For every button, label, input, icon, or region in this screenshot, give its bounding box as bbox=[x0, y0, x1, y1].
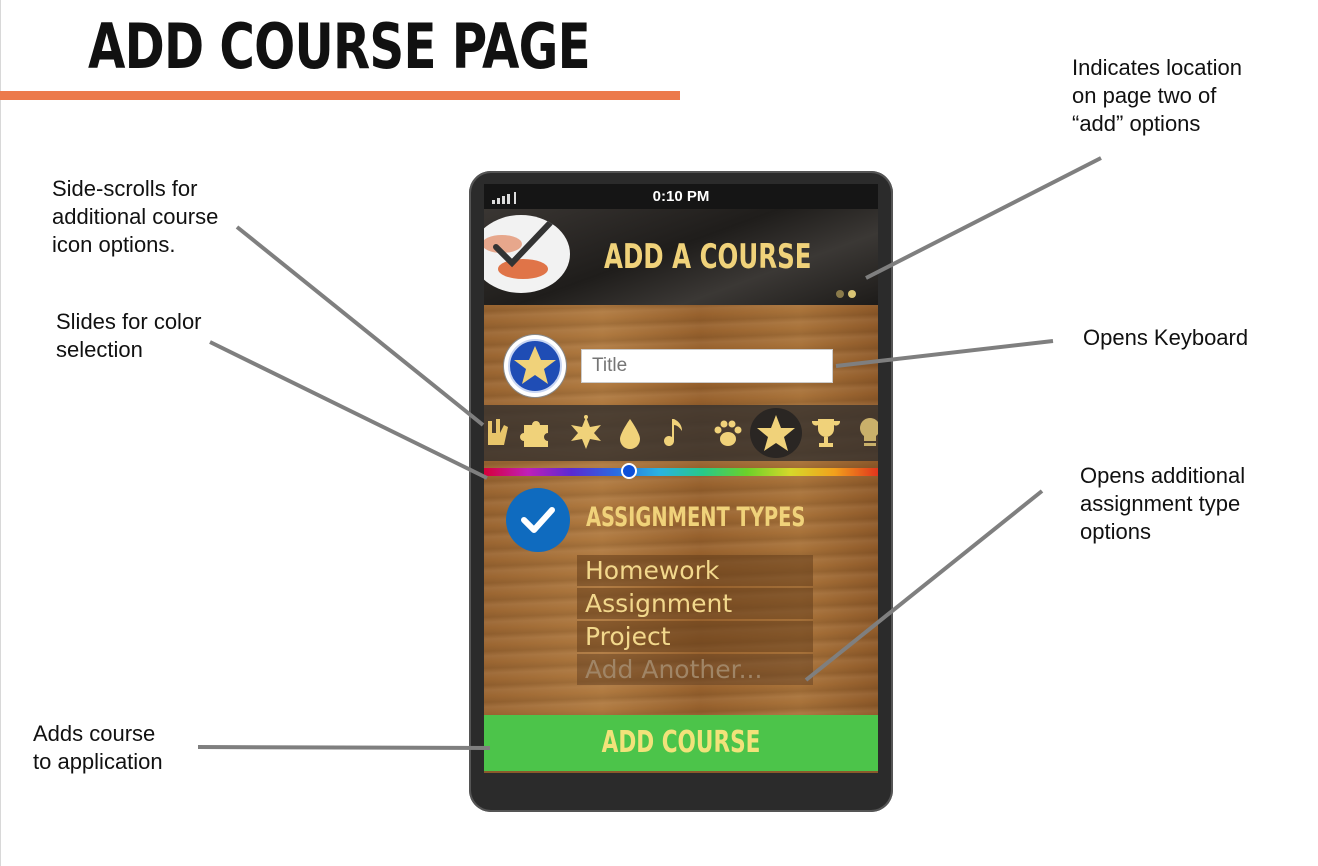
star-icon bbox=[514, 346, 556, 384]
icon-option-hand[interactable] bbox=[484, 405, 520, 461]
annotation-line: Opens Keyboard bbox=[1083, 325, 1249, 350]
annotation-line: icon options. bbox=[52, 232, 176, 257]
annotation-line: Side-scrolls for bbox=[52, 176, 198, 201]
page-dot bbox=[836, 290, 844, 298]
checkmark-logo-icon bbox=[493, 220, 553, 268]
icon-option-puzzle[interactable] bbox=[514, 405, 558, 461]
slide-left-edge bbox=[0, 0, 1, 866]
annotation-line: Indicates location bbox=[1072, 55, 1242, 80]
page-dot-current bbox=[848, 290, 856, 298]
star-icon bbox=[757, 415, 795, 451]
annotation-color-slide: Slides for color selection bbox=[56, 308, 202, 364]
trophy-icon bbox=[811, 419, 841, 447]
hand-icon bbox=[488, 419, 508, 445]
annotation-line: on page two of bbox=[1072, 83, 1217, 108]
annotation-line: additional course bbox=[52, 204, 219, 229]
assignment-type-item[interactable]: Homework bbox=[577, 555, 813, 586]
signal-icon bbox=[492, 190, 522, 204]
annotation-add-course: Adds course to application bbox=[33, 720, 163, 776]
annotation-line: Slides for color bbox=[56, 309, 202, 334]
status-bar: 0:10 PM bbox=[484, 184, 878, 209]
annotation-page-indicator: Indicates location on page two of “add” … bbox=[1072, 54, 1242, 138]
assignment-type-item[interactable]: Assignment bbox=[577, 588, 813, 619]
add-course-button[interactable]: ADD COURSE bbox=[484, 715, 878, 771]
callout-line-color-slide bbox=[209, 340, 488, 480]
annotation-line: Adds course bbox=[33, 721, 156, 746]
icon-option-drop[interactable] bbox=[608, 405, 652, 461]
paw-icon bbox=[714, 420, 742, 446]
annotation-assignment-types: Opens additional assignment type options bbox=[1080, 462, 1245, 546]
annotation-line: assignment type bbox=[1080, 491, 1241, 516]
lightbulb-icon bbox=[860, 418, 878, 446]
annotation-side-scroll: Side-scrolls for additional course icon … bbox=[52, 175, 218, 259]
music-note-icon bbox=[664, 419, 682, 446]
callout-line-page-indicator bbox=[865, 156, 1102, 280]
drop-icon bbox=[620, 419, 640, 449]
assignment-types-title: ASSIGNMENT TYPES bbox=[586, 502, 806, 533]
page-indicator[interactable] bbox=[836, 285, 860, 303]
callout-line-side-scroll bbox=[235, 225, 485, 427]
assignment-type-item[interactable]: Project bbox=[577, 621, 813, 652]
annotation-keyboard: Opens Keyboard bbox=[1083, 324, 1248, 352]
annotation-line: “add” options bbox=[1072, 111, 1201, 136]
icon-option-paw[interactable] bbox=[706, 405, 750, 461]
icon-option-sheriff-star[interactable] bbox=[564, 405, 608, 461]
puzzle-icon bbox=[520, 421, 548, 447]
icon-option-star-selected[interactable] bbox=[750, 405, 802, 461]
annotation-line: Opens additional bbox=[1080, 463, 1246, 488]
title-underline bbox=[0, 91, 680, 100]
checkmark-icon bbox=[521, 507, 555, 533]
annotation-line: selection bbox=[56, 337, 143, 362]
add-another-item[interactable]: Add Another... bbox=[577, 654, 813, 685]
icon-option-trophy[interactable] bbox=[804, 405, 848, 461]
slide-title: ADD COURSE PAGE bbox=[88, 10, 591, 83]
app-header: ADD A COURSE bbox=[484, 209, 878, 305]
add-course-label: ADD COURSE bbox=[601, 725, 761, 760]
color-slider-knob[interactable] bbox=[621, 463, 637, 479]
assignment-types-check[interactable] bbox=[506, 488, 570, 552]
annotation-line: to application bbox=[33, 749, 163, 774]
phone-screen: 0:10 PM ADD A COURSE bbox=[484, 184, 878, 773]
callout-line-add-course bbox=[197, 745, 491, 750]
status-time: 0:10 PM bbox=[652, 188, 710, 205]
icon-option-lightbulb[interactable] bbox=[848, 405, 878, 461]
course-icon-preview[interactable] bbox=[504, 335, 566, 397]
app-logo bbox=[484, 215, 570, 293]
sheriff-star-icon bbox=[571, 415, 601, 449]
color-slider-track[interactable] bbox=[484, 468, 878, 476]
title-input[interactable] bbox=[581, 349, 833, 383]
icon-option-music-note[interactable] bbox=[652, 405, 696, 461]
header-title: ADD A COURSE bbox=[604, 237, 812, 277]
icon-scroller[interactable] bbox=[484, 405, 878, 461]
annotation-line: options bbox=[1080, 519, 1151, 544]
